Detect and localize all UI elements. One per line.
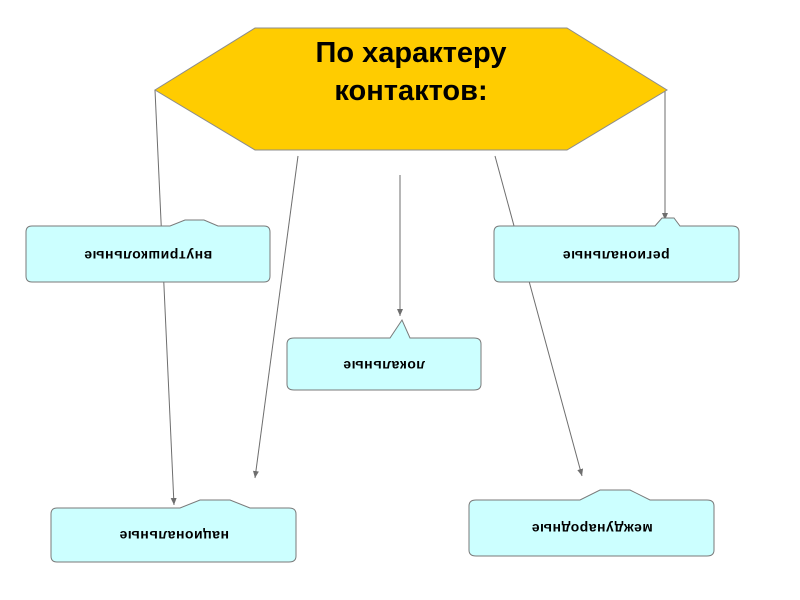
arrow-to-international bbox=[494, 155, 584, 477]
hexagon-shape bbox=[154, 27, 668, 151]
label-regional: региональные bbox=[562, 248, 669, 264]
category-local: локальные bbox=[286, 318, 482, 391]
label-international: международные bbox=[531, 521, 652, 537]
label-local: локальные bbox=[343, 358, 425, 374]
category-national: национальные bbox=[50, 499, 297, 563]
arrow-to-national bbox=[252, 155, 299, 479]
label-national: национальные bbox=[119, 528, 229, 544]
category-regional: региональные bbox=[493, 217, 740, 283]
title-hexagon: По характеру контактов: bbox=[154, 27, 668, 151]
box-national bbox=[50, 499, 297, 563]
arrow-to-intraschool bbox=[154, 89, 177, 506]
label-intraschool: внутришкольные bbox=[84, 248, 212, 264]
title-line-2: контактов: bbox=[334, 75, 487, 107]
box-local bbox=[286, 318, 482, 391]
category-intraschool: внутришкольные bbox=[25, 219, 271, 283]
box-regional bbox=[493, 217, 740, 283]
box-international bbox=[468, 489, 715, 557]
connector-arrows bbox=[154, 89, 668, 506]
category-international: международные bbox=[468, 489, 715, 557]
box-intraschool bbox=[25, 219, 271, 283]
title-line-1: По характеру bbox=[315, 37, 506, 69]
